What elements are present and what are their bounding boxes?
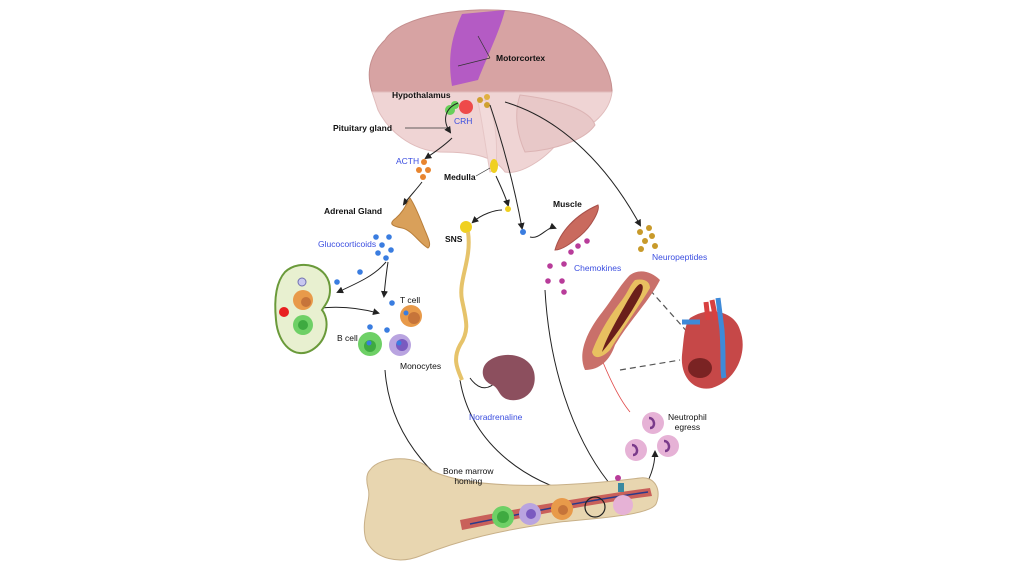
neutrophils (625, 412, 679, 461)
glucocorticoids-label: Glucocorticoids (318, 239, 377, 249)
monocyte (389, 334, 411, 356)
medulla-region (490, 159, 498, 173)
hypothalamus-green-2 (451, 101, 459, 109)
neutrophil-egress-label: Neutrophil egress (668, 412, 707, 433)
bone-marrow-cells (492, 475, 633, 528)
sns-ganglion (460, 221, 472, 233)
bone-marrow-homing-line1: Bone marrow (443, 466, 494, 476)
medulla-dot (505, 206, 511, 212)
red-thread (599, 354, 631, 413)
neutrophil-egress-line2: egress (674, 421, 701, 432)
chemokines-label: Chemokines (574, 263, 622, 273)
monocytes-label: Monocytes (400, 361, 442, 371)
sns-nerve (454, 231, 471, 381)
neuropeptide-dots (637, 225, 658, 252)
motorcortex-region (450, 10, 505, 86)
heart (681, 297, 743, 389)
t-cell-label: T cell (400, 295, 421, 305)
brain-neuropeptide-dots (477, 94, 490, 108)
muscle-label: Muscle (553, 199, 582, 209)
motorcortex-label: Motorcortex (496, 53, 546, 63)
medulla-leader (475, 167, 491, 177)
spleen (482, 354, 535, 401)
muscle (554, 204, 599, 251)
neuropeptides-label: Neuropeptides (652, 252, 708, 262)
blue-signal-dot (520, 229, 526, 235)
acth-label: ACTH (396, 156, 420, 166)
chemokine-dots (545, 238, 590, 295)
motorcortex-leader (457, 35, 491, 67)
artery (582, 271, 660, 370)
neutrophil-egress-line1: Neutrophil (668, 412, 707, 422)
t-cell (400, 305, 422, 327)
sns-label: SNS (445, 234, 463, 244)
lymph-node (274, 263, 332, 355)
hypothalamus-red (459, 100, 473, 114)
noradrenaline-label: Noradrenaline (469, 412, 523, 422)
medulla-label: Medulla (444, 172, 476, 182)
bone-marrow-homing-line2: homing (454, 475, 483, 486)
b-cell (358, 332, 382, 356)
acth-dots (416, 159, 431, 180)
zoom-dashes (619, 289, 691, 371)
hypothalamus-label: Hypothalamus (392, 90, 451, 100)
crh-label: CRH (454, 116, 473, 126)
b-cell-label: B cell (337, 333, 358, 343)
adrenal-gland (391, 197, 431, 249)
adrenal-gland-label: Adrenal Gland (324, 206, 383, 216)
pituitary-gland-label: Pituitary gland (333, 123, 393, 133)
brain (368, 9, 613, 173)
bone-marrow-homing-label: Bone marrow homing (443, 466, 494, 487)
